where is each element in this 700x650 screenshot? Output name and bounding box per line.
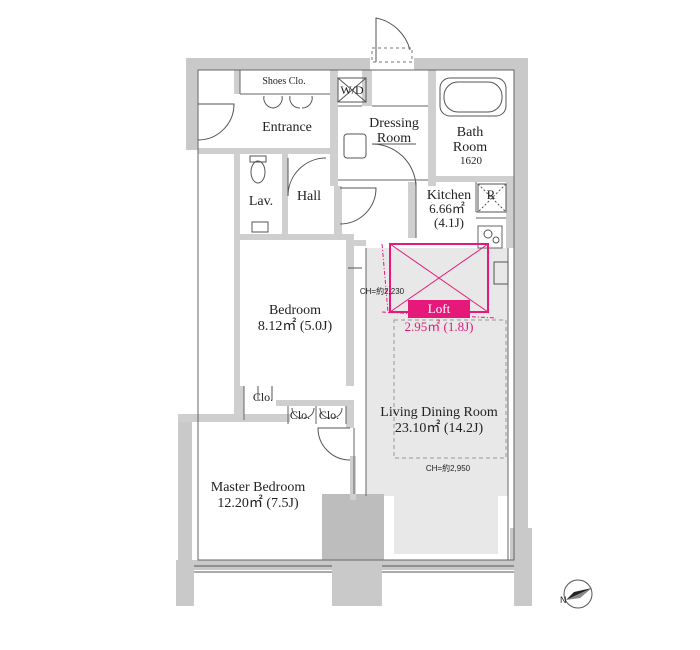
wd-label: W/D (340, 83, 364, 97)
bath-size-label: 1620 (460, 155, 483, 167)
bath-label-1: Bath (457, 125, 483, 140)
ldk-floor-tint (366, 248, 508, 554)
master-closet-label-1: Clo. (290, 408, 310, 422)
loft-ceiling-height: CH=約2,230 (360, 286, 405, 296)
north-label: N (560, 595, 567, 605)
master-bedroom-label-2: 12.20㎡ (7.5J) (217, 495, 299, 511)
ldk-label-1: Living Dining Room (380, 405, 498, 420)
bedroom-label-1: Bedroom (269, 303, 321, 318)
bedroom-closet-label: Clo. (253, 390, 273, 404)
cooktop (483, 229, 493, 239)
kitchen-sink (493, 261, 509, 285)
line-work (197, 69, 515, 561)
entrance-label: Entrance (262, 120, 312, 135)
bath-label-2: Room (453, 140, 487, 155)
loft-area-label: 2.95㎡ (1.8J) (405, 319, 474, 334)
bathtub (439, 77, 507, 117)
master-closet-label-2: Clo. (319, 408, 339, 422)
shoes-closet-label: Shoes Clo. (262, 76, 305, 87)
loft-label: Loft (428, 301, 451, 316)
washer-dryer (337, 77, 367, 103)
room-labels: Shoes Clo. W/D Entrance Dressing Room Ba… (211, 76, 498, 511)
ldk-ceiling-outline (393, 319, 507, 459)
hall-label: Hall (297, 189, 321, 204)
kitchen-label-3: (4.1J) (434, 215, 464, 230)
fridge-label: R (487, 187, 496, 202)
toilet (250, 160, 266, 184)
lav-label: Lav. (249, 194, 273, 209)
kitchen-label-1: Kitchen (427, 188, 471, 203)
loft-label-badge (408, 300, 470, 318)
interior-walls (178, 70, 514, 500)
wash-basin (343, 133, 367, 159)
north-arrow-icon: N (560, 579, 593, 609)
loft-labels: Loft 2.95㎡ (1.8J) CH=約2,230 CH=約2,950 (360, 286, 474, 473)
door-swings (197, 17, 417, 461)
master-bedroom-label-1: Master Bedroom (211, 480, 306, 495)
bedroom-label-2: 8.12㎡ (5.0J) (258, 318, 333, 334)
refrigerator (477, 183, 507, 213)
dressing-label-2: Room (377, 131, 411, 146)
fixtures (194, 77, 514, 573)
loft-area (381, 243, 497, 319)
dressing-label-1: Dressing (369, 116, 419, 131)
ldk-ceiling-height: CH=約2,950 (426, 463, 471, 473)
kitchen-label-2: 6.66㎡ (429, 201, 465, 216)
entry-door-icon (371, 47, 413, 63)
exterior-walls (176, 58, 532, 606)
ldk-label-2: 23.10㎡ (14.2J) (395, 420, 484, 436)
